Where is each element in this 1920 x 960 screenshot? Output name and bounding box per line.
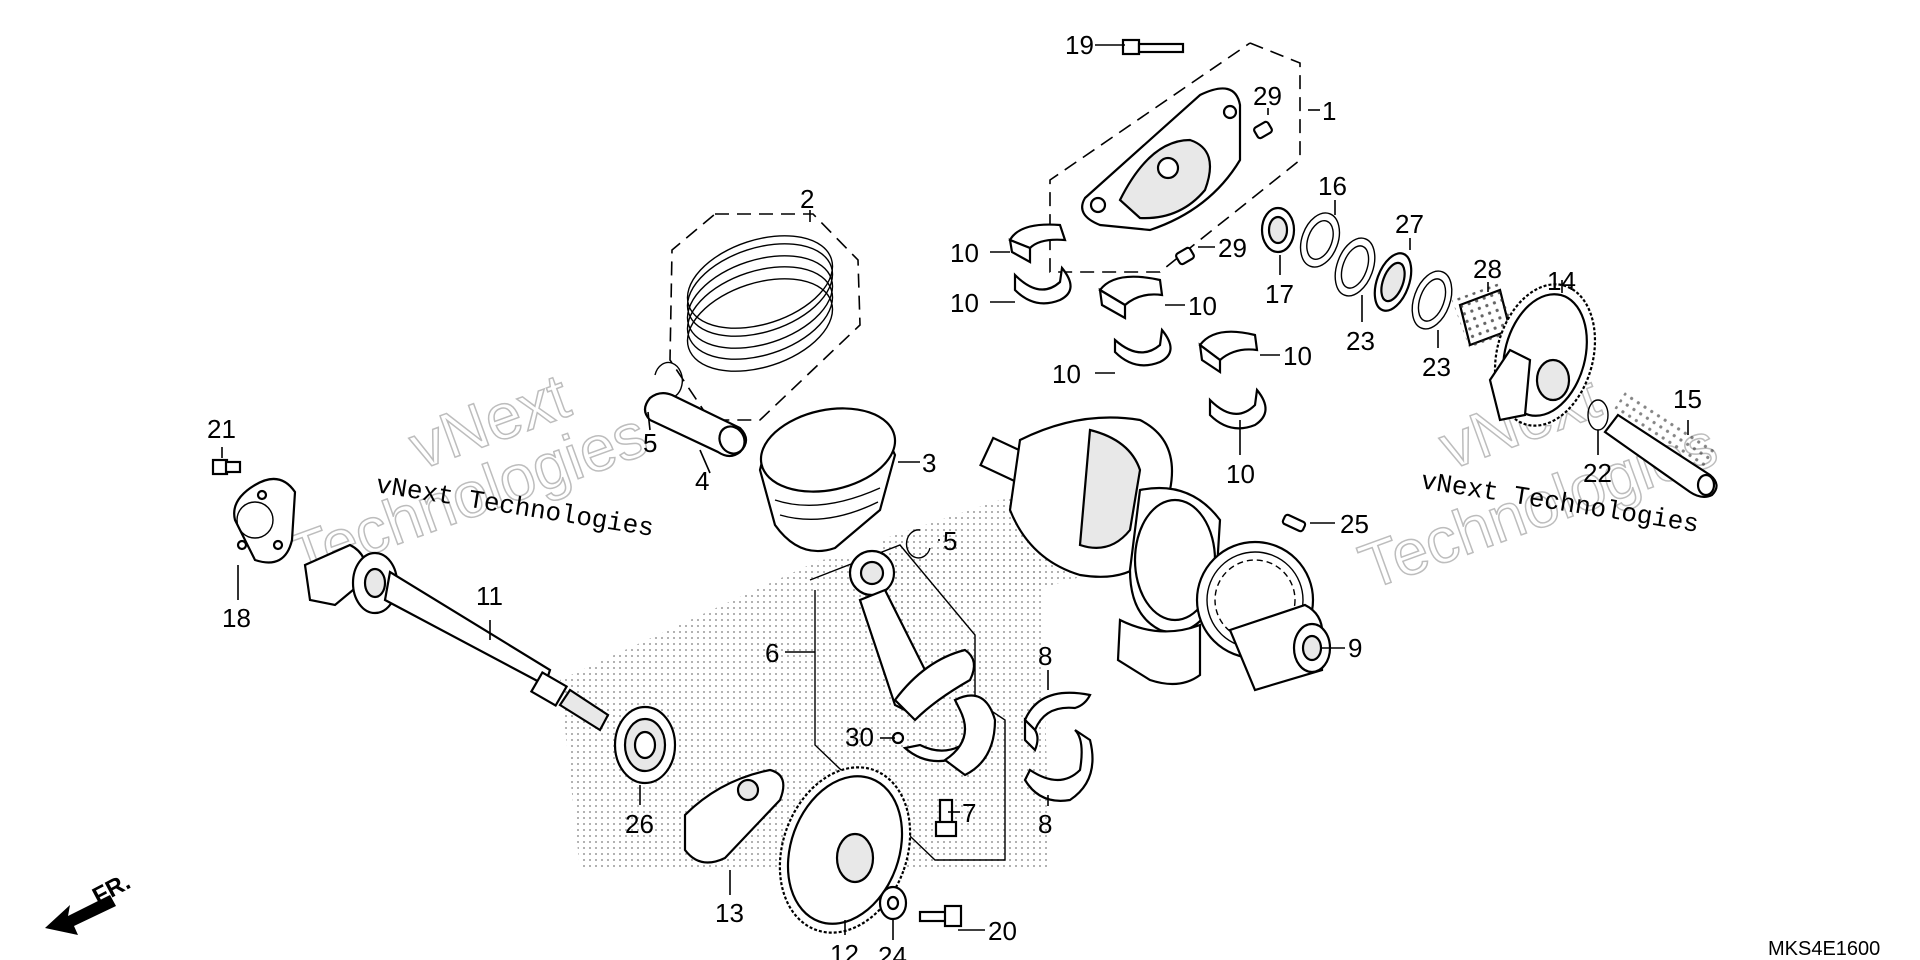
callout-8-upper: 8 (1038, 641, 1052, 671)
callout-10-c: 10 (1188, 291, 1217, 321)
part-19-bolt (1121, 38, 1185, 56)
part-10-bearing-f (1208, 387, 1267, 430)
callout-10-e: 10 (1283, 341, 1312, 371)
part-23-washer-b (1411, 270, 1453, 330)
part-29-dowel-pin-upper (1253, 120, 1273, 140)
part-8-bearing-lower (1023, 729, 1094, 802)
part-1-cover-plate (1049, 42, 1301, 273)
callout-10-d: 10 (1052, 359, 1081, 389)
part-15-shaft (1603, 390, 1719, 499)
callout-10-a: 10 (950, 238, 979, 268)
callout-16: 16 (1318, 171, 1347, 201)
shading-area-left (560, 540, 1050, 870)
callout-6: 6 (765, 638, 779, 668)
part-10-bearing-e (1198, 330, 1259, 375)
callout-18: 18 (222, 603, 251, 633)
leader-lines (221, 44, 1689, 940)
part-20-bolt (918, 904, 963, 928)
part-29-dowel-pin-lower (1175, 246, 1195, 266)
callout-25: 25 (1340, 509, 1369, 539)
part-13-weight (683, 768, 785, 864)
callout-15: 15 (1673, 384, 1702, 414)
part-8-bearing-upper (1023, 691, 1092, 752)
callout-10-b: 10 (950, 288, 979, 318)
callout-27: 27 (1395, 209, 1424, 239)
part-26-bearing (613, 705, 677, 785)
part-16-washer (1299, 212, 1341, 268)
callout-17: 17 (1265, 279, 1294, 309)
part-10-bearing-d (1113, 327, 1172, 367)
callout-23-a: 23 (1346, 326, 1375, 356)
part-12-balancer-gear (778, 766, 912, 934)
part-4-piston-pin (643, 391, 748, 458)
part-27-bearing (1373, 252, 1413, 312)
callout-29-upper: 29 (1253, 81, 1282, 111)
callout-24: 24 (878, 941, 907, 960)
callout-5-lower: 5 (943, 526, 957, 556)
callout-11: 11 (476, 581, 503, 611)
callout-9: 9 (1348, 633, 1362, 663)
callout-23-b: 23 (1422, 352, 1451, 382)
callout-13: 13 (715, 898, 744, 928)
callout-labels: 1 2 3 4 5 5 6 7 8 8 9 10 10 10 10 10 10 … (207, 30, 1702, 960)
callout-30: 30 (845, 722, 874, 752)
callout-10-f: 10 (1226, 459, 1255, 489)
callout-8-lower: 8 (1038, 809, 1052, 839)
part-2-piston-rings (669, 213, 861, 421)
diagram-code: MKS4E1600 (1768, 938, 1880, 960)
part-24-washer (878, 885, 908, 921)
callout-7: 7 (962, 798, 976, 828)
part-10-bearing-c (1098, 275, 1164, 320)
part-7-rod-bolt (934, 798, 958, 838)
part-21-bolt (211, 458, 242, 476)
part-5-clip-lower (905, 529, 931, 559)
callout-22: 22 (1583, 458, 1612, 488)
callout-12: 12 (830, 939, 859, 960)
front-direction-arrow: FR. (45, 868, 135, 935)
callout-19: 19 (1065, 30, 1094, 60)
callout-14: 14 (1547, 266, 1576, 296)
callout-21: 21 (207, 414, 236, 444)
callout-28: 28 (1473, 254, 1502, 284)
part-18-plate (233, 477, 297, 564)
part-25-key (1281, 513, 1307, 533)
callout-2: 2 (800, 184, 814, 214)
callout-3: 3 (922, 448, 936, 478)
part-17-oil-seal (1260, 206, 1296, 254)
callout-4: 4 (695, 466, 709, 496)
callout-20: 20 (988, 916, 1017, 946)
part-10-bearing-b (1013, 265, 1072, 305)
callout-26: 26 (625, 809, 654, 839)
callout-1: 1 (1322, 96, 1336, 126)
callout-5-upper: 5 (643, 428, 657, 458)
part-3-piston (758, 407, 897, 553)
part-23-washer-a (1334, 237, 1376, 297)
part-10-bearing-a (1008, 223, 1067, 264)
callout-29-lower: 29 (1218, 233, 1247, 263)
part-11-balancer-shaft (303, 543, 610, 732)
part-9-crankshaft (979, 416, 1332, 692)
part-14-gear (1488, 283, 1597, 427)
